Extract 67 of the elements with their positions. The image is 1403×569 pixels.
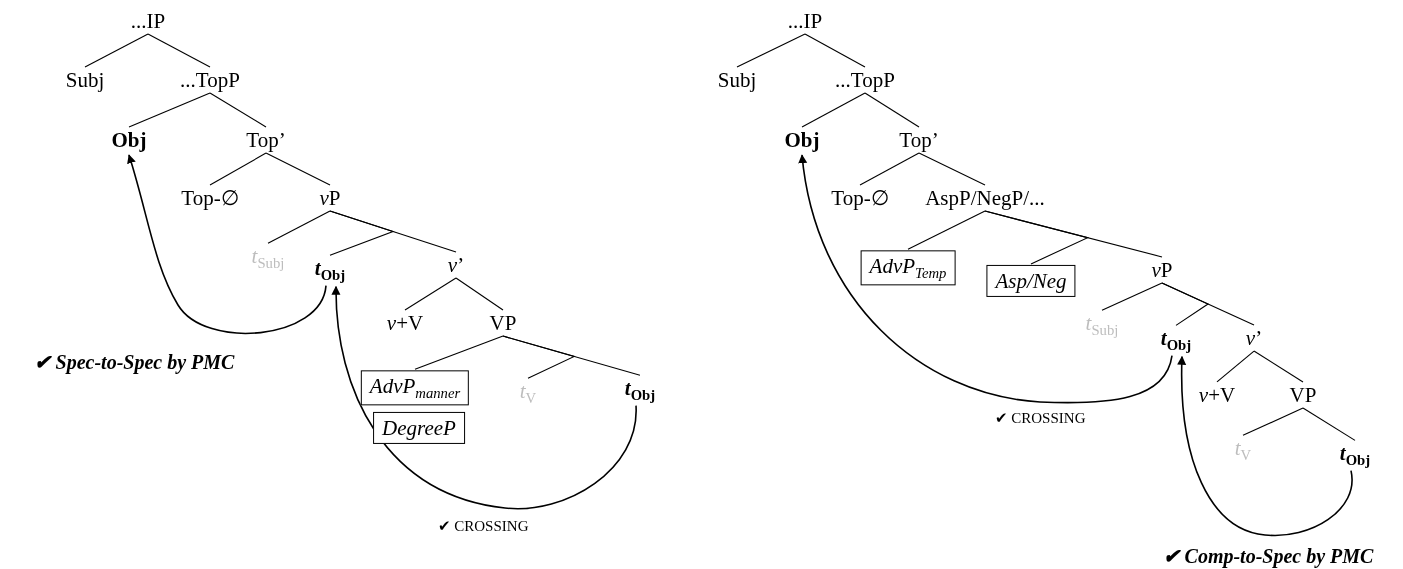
tree-node-label: ...TopP xyxy=(835,67,895,93)
branch-line xyxy=(1242,407,1304,436)
trace-label: t$_{Subj}$ xyxy=(1085,311,1119,339)
tree-node-label: t$_{Obj}$ xyxy=(314,256,346,284)
tree-node-label: AspP/NegP/... xyxy=(925,185,1045,211)
trace-label: t$_{V}$ xyxy=(519,379,537,407)
tree-node-label: t$_{Obj}$ xyxy=(624,376,656,404)
tree-node-label: Top’ xyxy=(899,127,939,153)
branch-line xyxy=(804,33,866,68)
branch-line xyxy=(267,210,331,244)
tree-node-label: v+V xyxy=(386,310,424,336)
branch-line xyxy=(907,210,986,250)
tree-node-label: vP xyxy=(1151,257,1173,283)
branch-line xyxy=(1101,282,1163,311)
branch-line xyxy=(84,33,149,68)
boxed-phrase-label: AdvP$_{manner}$ xyxy=(360,370,470,406)
branch-line xyxy=(1253,350,1304,383)
boxed-phrase-label: DegreeP xyxy=(373,411,465,445)
tree-node-label: Top’ xyxy=(246,127,286,153)
tree-node-label: t$_{Obj}$ xyxy=(1339,441,1371,469)
tree-node-label: ...TopP xyxy=(180,67,240,93)
branch-line xyxy=(209,152,267,186)
tree-node-label: VP xyxy=(489,310,517,336)
branch-line xyxy=(918,152,986,186)
tree-node-label: Obj xyxy=(784,127,820,153)
tree-node-label: v’ xyxy=(1245,325,1263,351)
movement-arrow xyxy=(127,154,327,335)
tree-node-label: VP xyxy=(1289,382,1317,408)
tree-node-label: Subj xyxy=(65,67,105,93)
branch-line xyxy=(1302,407,1356,441)
tree-node-label: Top-∅ xyxy=(831,185,889,211)
tree-node-label: v’ xyxy=(447,252,465,278)
branch-line xyxy=(736,33,806,68)
tree-node-label: Obj xyxy=(111,127,147,153)
branch-line xyxy=(864,92,920,128)
branch-line xyxy=(984,210,1163,258)
trace-label: t$_{Subj}$ xyxy=(251,244,285,272)
tree-node-label: t$_{Obj}$ xyxy=(1160,326,1192,354)
branch-line xyxy=(859,152,920,186)
branch-line xyxy=(209,92,267,128)
movement-annotation: ✔ Comp-to-Spec by PMC xyxy=(1162,544,1374,568)
branch-line xyxy=(265,152,331,186)
branch-line xyxy=(414,335,504,370)
tree-node-label: vP xyxy=(319,185,341,211)
movement-arrow xyxy=(1177,355,1353,537)
tree-node-label: ...IP xyxy=(130,8,166,34)
branch-line xyxy=(1161,282,1255,326)
trace-label: t$_{V}$ xyxy=(1234,436,1252,464)
branch-line xyxy=(1216,350,1255,383)
branch-line xyxy=(128,92,211,128)
tree-node-label: ...IP xyxy=(787,8,823,34)
movement-arrow xyxy=(798,154,1173,404)
boxed-phrase-label: AdvP$_{Temp}$ xyxy=(860,250,956,286)
tree-node-label: Top-∅ xyxy=(181,185,239,211)
branch-line xyxy=(455,277,504,311)
movement-annotation: ✔ CROSSING xyxy=(437,517,529,535)
branch-line xyxy=(502,335,641,376)
movement-annotation: ✔ CROSSING xyxy=(994,409,1086,427)
movement-annotation: ✔ Spec-to-Spec by PMC xyxy=(33,350,235,374)
tree-node-label: v+V xyxy=(1198,382,1236,408)
boxed-phrase-label: Asp/Neg xyxy=(986,264,1076,298)
tree-node-label: Subj xyxy=(717,67,757,93)
branch-line xyxy=(404,277,457,311)
branch-line xyxy=(801,92,866,128)
movement-arrow xyxy=(331,285,637,510)
branch-line xyxy=(329,210,457,253)
branch-line xyxy=(147,33,211,68)
